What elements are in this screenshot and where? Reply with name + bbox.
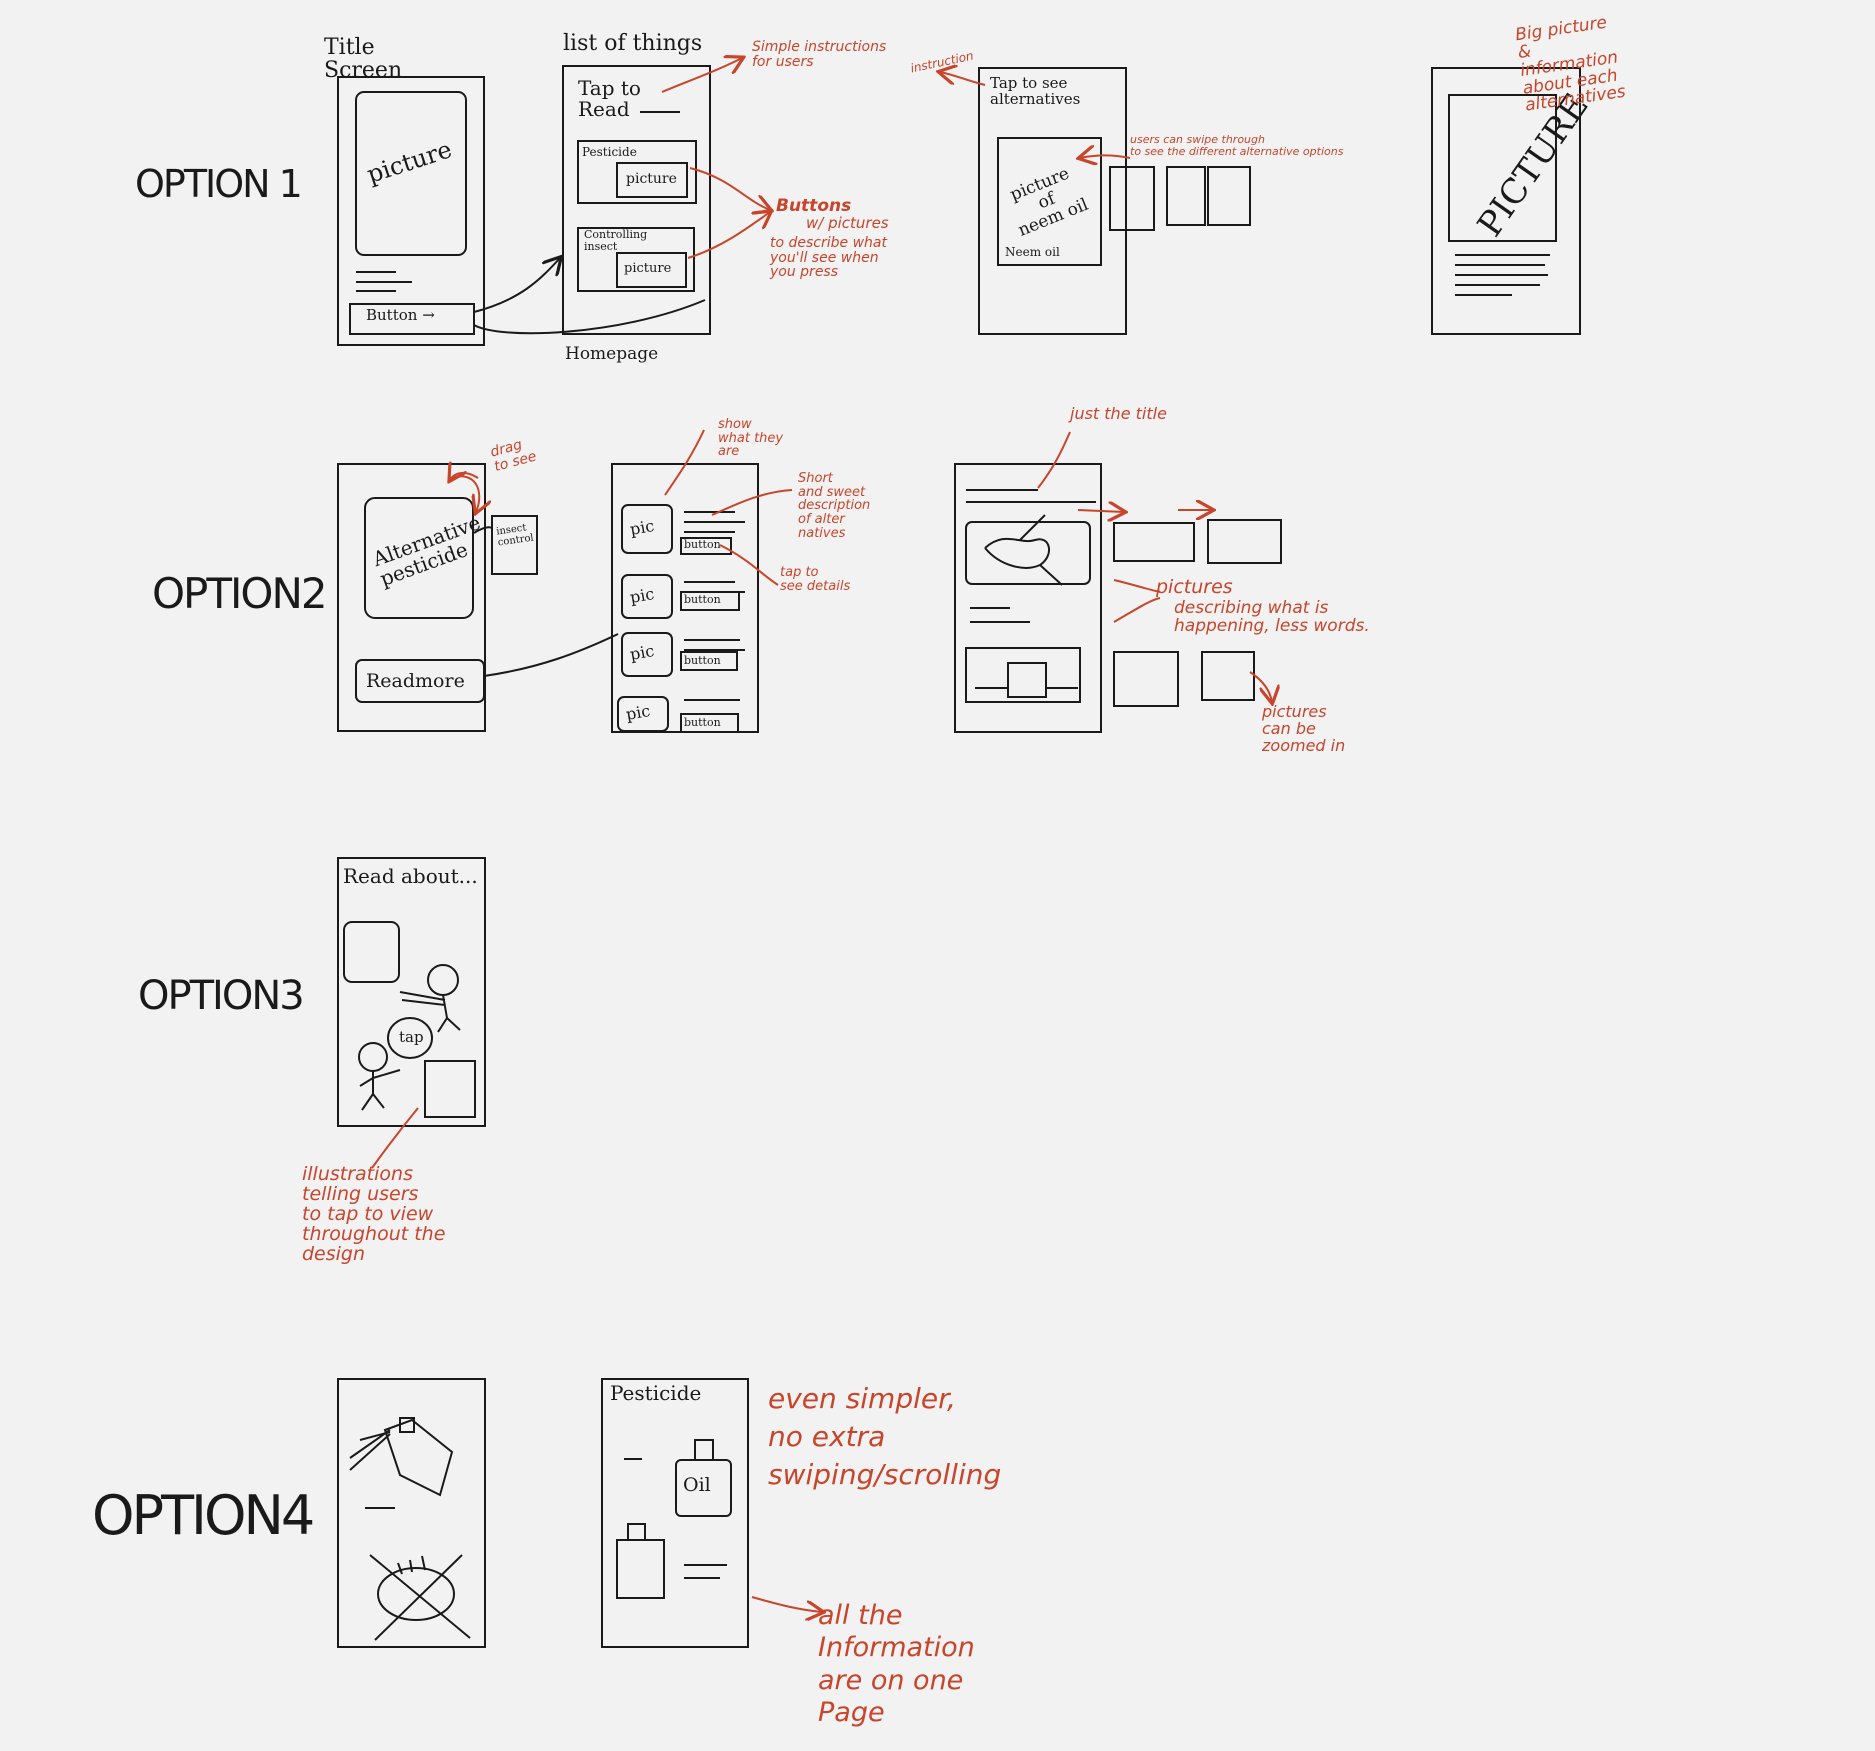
- note-tap-details: tap to see details: [780, 565, 851, 594]
- note-big-picture: Big picture & information about each alt…: [1514, 12, 1627, 116]
- note-simple-instructions: Simple instructions for users: [752, 39, 887, 70]
- big-picture-screen-frame: [1431, 67, 1581, 335]
- oil-label: Oil: [683, 1474, 711, 1496]
- option3-screen-frame: [337, 857, 486, 1127]
- note-even-simpler: even simpler, no extra swiping/scrolling: [768, 1382, 1002, 1491]
- note-swipe: users can swipe through to see the diffe…: [1130, 133, 1344, 158]
- note-buttons-pictures: w/ pictures: [806, 214, 889, 232]
- option3-wireframes: [337, 857, 486, 1127]
- note-illustrations: illustrations telling users to tap to vi…: [302, 1163, 446, 1265]
- note-one-page: all the Information are on one Page: [818, 1600, 975, 1729]
- list-heading: list of things: [563, 31, 703, 56]
- note-pictures-desc: describing what is happening, less words…: [1174, 598, 1370, 636]
- tap-bubble: tap: [399, 1028, 424, 1046]
- alternatives-screen-frame: [978, 67, 1127, 335]
- title-button[interactable]: Button →: [366, 306, 435, 324]
- option4-screen2-frame: [601, 1378, 749, 1648]
- list-item-pesticide-picture: picture: [626, 171, 677, 187]
- option4-wireframes: [337, 1378, 749, 1648]
- option1-wireframes: [337, 65, 1581, 346]
- option2-screen1-frame: [337, 463, 486, 732]
- note-pictures: pictures: [1156, 576, 1233, 598]
- option4-annotation-arrows: [751, 1596, 822, 1612]
- alternatives-header: Tap to see alternatives: [990, 74, 1081, 108]
- option3-annotation-arrows: [371, 1107, 419, 1169]
- title-picture-box: [355, 91, 467, 256]
- homepage-caption: Homepage: [565, 344, 659, 364]
- readmore-button[interactable]: Readmore: [366, 670, 465, 692]
- neem-oil-caption: Neem oil: [1005, 245, 1060, 259]
- list-button-1[interactable]: button: [684, 538, 721, 551]
- tap-to-read-label: Tap to Read: [578, 76, 641, 121]
- option1-annotation-arrows: [661, 58, 1131, 259]
- list-item-insect-picture: picture: [624, 261, 672, 276]
- note-buttons: Buttons: [776, 196, 852, 216]
- list-item-pesticide[interactable]: Pesticide: [582, 145, 637, 159]
- title-screen-frame: [337, 76, 485, 346]
- option4-label: OPTION4: [92, 1484, 315, 1547]
- option1-label: OPTION 1: [135, 162, 303, 206]
- pesticide-heading: Pesticide: [610, 1381, 702, 1405]
- option2-annotation-arrows: [450, 429, 1272, 702]
- option3-label: OPTION3: [138, 973, 305, 1019]
- list-item-controlling-insect[interactable]: Controlling insect: [584, 228, 648, 253]
- note-short-sweet: Short and sweet description of alter nat…: [798, 471, 871, 541]
- list-button-3[interactable]: button: [684, 654, 721, 667]
- note-show: show what they are: [718, 417, 784, 460]
- list-screen-frame: [562, 65, 711, 335]
- list-button-4[interactable]: button: [684, 716, 721, 729]
- title-button-box: [349, 303, 475, 335]
- title-screen-heading: Title Screen: [324, 35, 403, 84]
- option4-screen1-frame: [337, 1378, 486, 1648]
- note-just-title: just the title: [1070, 404, 1167, 423]
- read-about-heading: Read about...: [343, 864, 478, 888]
- option2-screen3-frame: [954, 463, 1102, 733]
- note-buttons-desc: to describe what you'll see when you pre…: [770, 235, 887, 281]
- option2-label: OPTION2: [152, 569, 328, 618]
- list-button-2[interactable]: button: [684, 593, 721, 606]
- note-zoom: pictures can be zoomed in: [1262, 702, 1346, 755]
- option2-wireframes: [337, 463, 1282, 733]
